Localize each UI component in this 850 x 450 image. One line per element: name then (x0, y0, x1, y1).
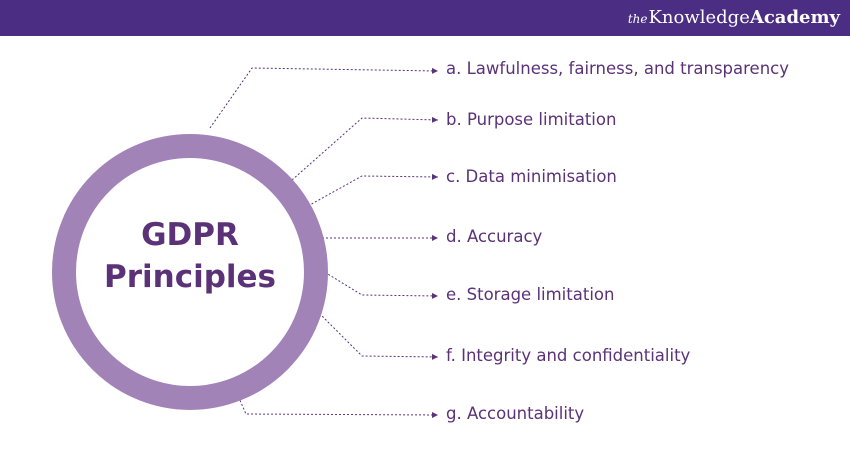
connector-b (291, 116, 439, 181)
circle-title-line2: Principles (104, 259, 276, 295)
brand-logo: theKnowledgeAcademy (628, 4, 840, 33)
principle-f-label: f. Integrity and confidentiality (446, 346, 691, 365)
principle-d-label: d. Accuracy (446, 227, 543, 246)
principle-c-label: c. Data minimisation (446, 167, 617, 186)
circle-title-line1: GDPR (141, 217, 239, 253)
principle-b-label: b. Purpose limitation (446, 110, 617, 129)
connector-f (307, 301, 439, 360)
brand-logo-knowledge: Knowledge (648, 7, 750, 28)
connector-c (307, 173, 439, 207)
header-bar: theKnowledgeAcademy (0, 0, 850, 36)
principle-g-label: g. Accountability (446, 404, 585, 423)
brand-logo-academy: Academy (749, 7, 840, 28)
circle-title: GDPR Principles (52, 214, 328, 298)
brand-logo-the: the (627, 12, 648, 26)
principle-a-label: a. Lawfulness, fairness, and transparenc… (446, 59, 789, 78)
connector-e (317, 267, 439, 299)
principle-e-label: e. Storage limitation (446, 285, 615, 304)
connector-a (209, 67, 439, 129)
